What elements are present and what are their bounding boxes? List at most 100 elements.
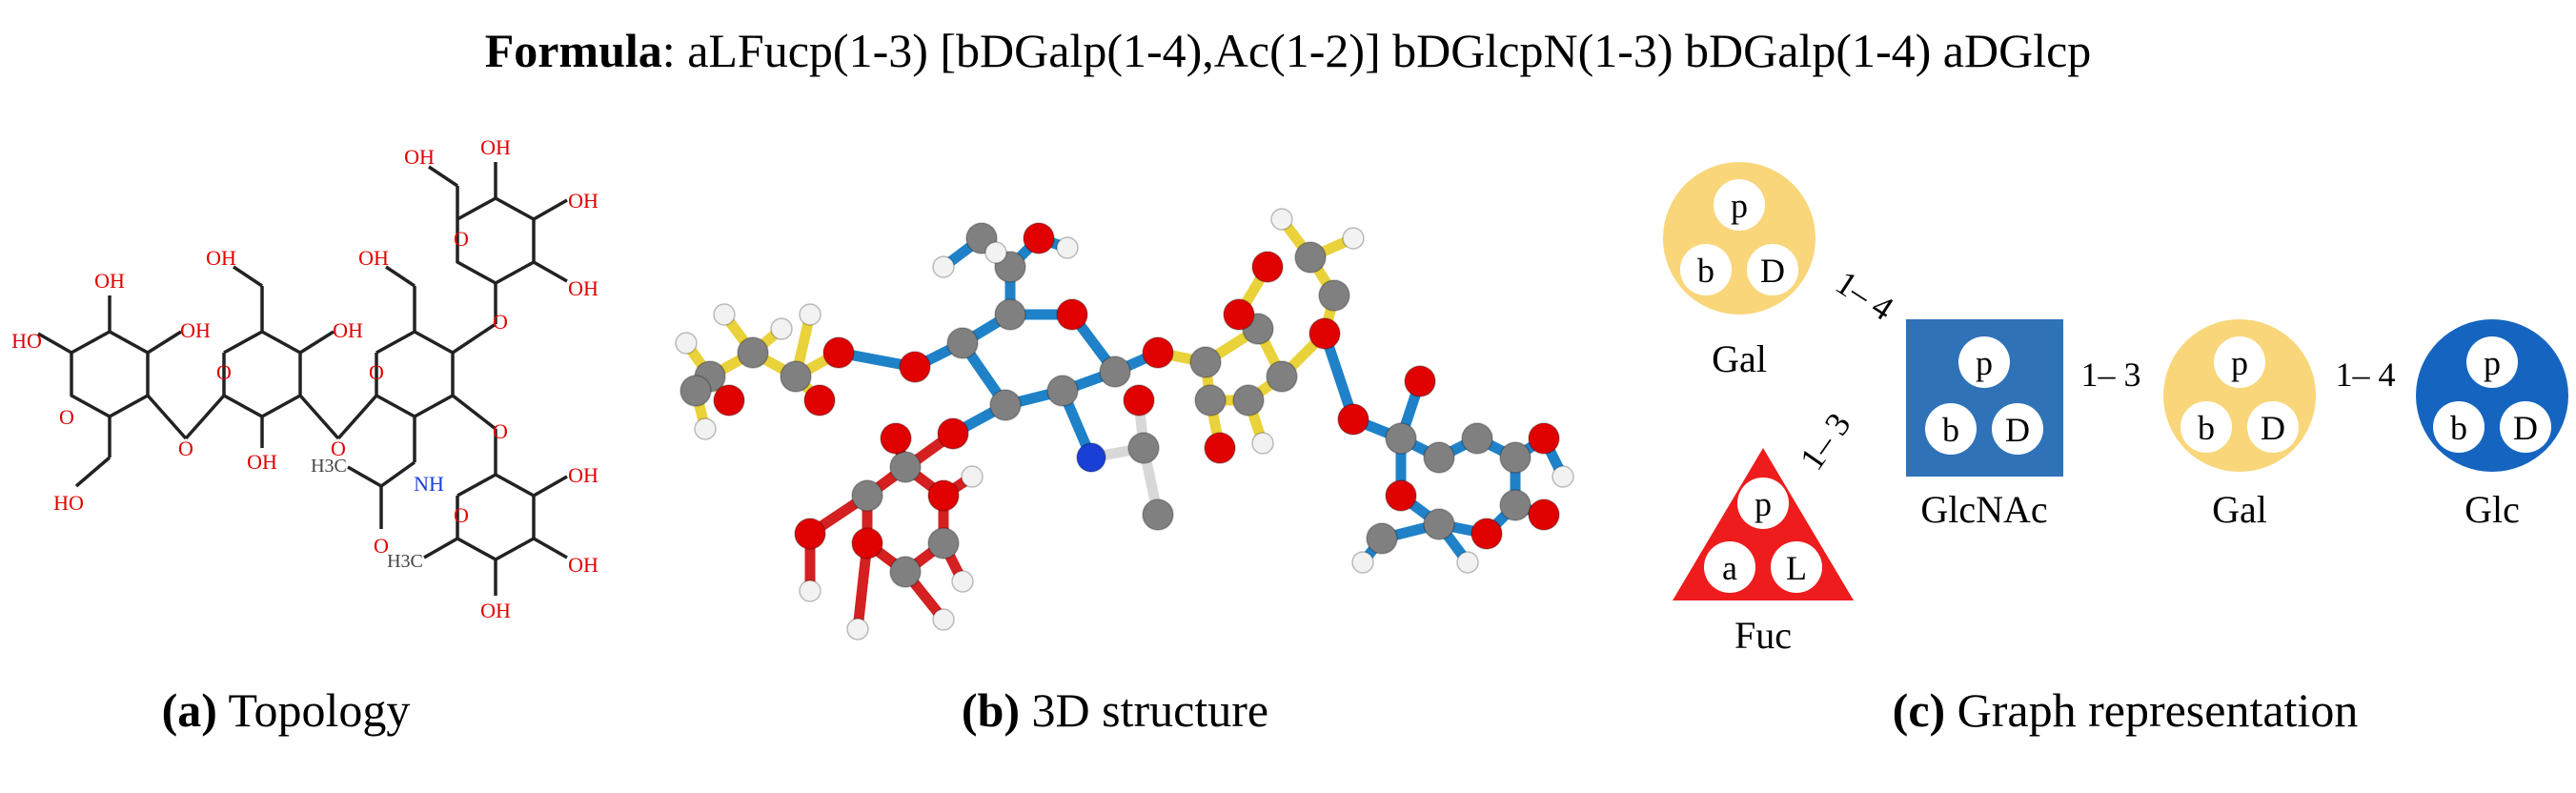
carbon-atom xyxy=(1189,346,1222,378)
carbon-atom xyxy=(1385,422,1417,455)
glcnac-ring-label: p xyxy=(1976,344,1993,382)
oxygen-atom xyxy=(1023,222,1055,254)
hydrogen-atom xyxy=(1456,551,1479,574)
hydrogen-atom xyxy=(1351,551,1374,574)
carbon-atom xyxy=(1194,384,1227,417)
hydrogen-atom xyxy=(932,255,955,278)
edge-label-gal-glcnac: 1– 4 xyxy=(1829,263,1900,328)
hydrogen-atom xyxy=(694,417,717,440)
oxygen-atom xyxy=(1528,498,1560,531)
atom-oh: OH xyxy=(180,318,211,342)
carbon-atom xyxy=(1232,384,1265,417)
atom-oh: OH xyxy=(568,553,598,577)
gal-anomer-label: b xyxy=(1697,252,1714,290)
oxygen-atom xyxy=(1204,432,1236,464)
caption-text: Topology xyxy=(216,683,411,737)
oxygen-atom xyxy=(803,384,836,417)
glcnac-name: GlcNAc xyxy=(1920,488,2047,531)
carbon-atom xyxy=(679,375,712,407)
atom-oh: OH xyxy=(568,189,598,213)
atom-oh: OH xyxy=(568,463,598,487)
glc-name: Glc xyxy=(2464,488,2520,531)
atom-oh: OH xyxy=(333,318,363,342)
atom-oh: OH xyxy=(206,246,236,270)
hydrogen-atom xyxy=(675,332,698,355)
atom-oh: OH xyxy=(480,599,511,622)
carbon-atom xyxy=(1318,279,1350,312)
oxygen-atom xyxy=(1385,479,1417,512)
formula-title: Formula: aLFucp(1-3) [bDGalp(1-4),Ac(1-2… xyxy=(0,17,2576,84)
glc-anomer-label: b xyxy=(2450,409,2467,447)
atom-nh: NH xyxy=(414,472,444,496)
hydrogen-atom xyxy=(770,317,793,340)
oxygen-atom xyxy=(713,384,745,417)
atom-o: O xyxy=(374,534,389,558)
hydrogen-atom xyxy=(932,608,955,631)
atom-o: O xyxy=(59,405,74,429)
caption-3d-structure: (b) 3D structure xyxy=(915,677,1315,743)
oxygen-atom xyxy=(794,518,826,550)
hydrogen-atom xyxy=(1056,236,1079,259)
carbon-atom xyxy=(1423,441,1455,474)
caption-text: Graph representation xyxy=(1945,683,2359,737)
hydrogen-atom xyxy=(1552,465,1574,488)
fuc-anomer-label: a xyxy=(1722,549,1737,587)
carbon-atom xyxy=(1294,241,1327,274)
node-gal-top: p b D Gal xyxy=(1663,162,1815,380)
gal-name: Gal xyxy=(2212,488,2267,531)
atom-o: O xyxy=(454,503,469,527)
caption-tag: (c) xyxy=(1892,683,1946,737)
hydrogen-atom xyxy=(799,303,821,326)
carbon-atom xyxy=(994,298,1026,331)
oxygen-atom xyxy=(1404,365,1436,397)
caption-topology: (a) Topology xyxy=(105,677,467,743)
carbon-atom xyxy=(851,479,883,512)
carbon-atom xyxy=(1461,422,1493,455)
node-fuc: p a L Fuc xyxy=(1673,448,1854,657)
node-glcnac: p b D GlcNAc xyxy=(1906,319,2063,531)
oxygen-atom xyxy=(880,422,912,455)
hydrogen-atom xyxy=(1251,432,1274,455)
oxygen-atom xyxy=(851,527,883,559)
hydrogen-atom xyxy=(984,241,1007,264)
formula-separator: : xyxy=(661,24,688,77)
hydrogen-atom xyxy=(846,618,869,640)
oxygen-atom xyxy=(927,479,960,512)
fuc-ring-label: p xyxy=(1755,485,1772,523)
glcnac-config-label: D xyxy=(2005,411,2030,449)
oxygen-atom xyxy=(1056,298,1088,331)
carbon-atom xyxy=(1127,432,1160,464)
gal-config-label: D xyxy=(2261,409,2285,447)
oxygen-atom xyxy=(1223,298,1255,331)
hydrogen-atom xyxy=(1270,208,1293,231)
hydrogen-atom xyxy=(799,580,821,602)
carbon-atom xyxy=(737,336,769,369)
oxygen-atom xyxy=(822,336,855,369)
carbon-atom xyxy=(989,389,1022,421)
node-gal-right: p b D Gal xyxy=(2163,319,2316,531)
carbon-atom xyxy=(889,556,922,588)
atom-oh: OH xyxy=(480,135,511,159)
glcnac-anomer-label: b xyxy=(1942,411,1959,449)
gal-name: Gal xyxy=(1712,337,1767,380)
atom-oh: OH xyxy=(568,276,598,300)
atom-o: O xyxy=(454,227,469,251)
atom-o: O xyxy=(178,437,193,460)
gal-config-label: D xyxy=(1760,252,1785,290)
carbon-atom xyxy=(1142,498,1174,531)
edge-label-glcnac-gal: 1– 3 xyxy=(2081,356,2141,394)
formula-label: Formula xyxy=(484,24,662,77)
atom-o: O xyxy=(216,360,232,384)
hydrogen-atom xyxy=(961,465,984,488)
gal-ring-label: p xyxy=(2231,344,2248,382)
node-glc: p b D Glc xyxy=(2416,319,2568,531)
hydrogen-atom xyxy=(713,303,736,326)
carbon-atom xyxy=(1046,375,1079,407)
gal-ring-label: p xyxy=(1731,187,1748,225)
carbon-atom xyxy=(1499,489,1531,521)
oxygen-atom xyxy=(899,351,931,383)
oxygen-atom xyxy=(937,417,969,450)
oxygen-atom xyxy=(1123,384,1155,417)
atom-o: O xyxy=(493,419,508,443)
